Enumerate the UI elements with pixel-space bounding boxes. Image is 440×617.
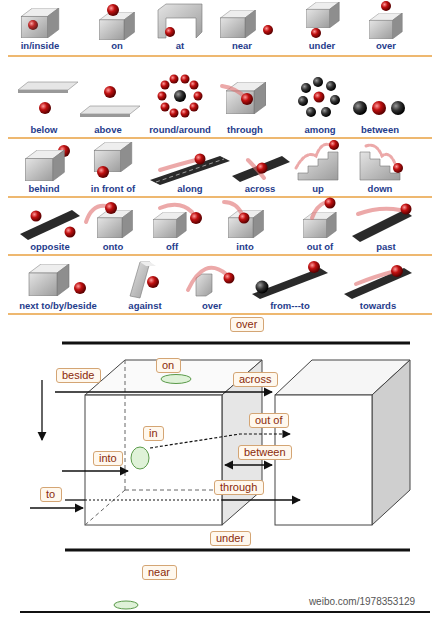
preposition-caption: across: [245, 183, 276, 195]
under-line: [65, 549, 410, 552]
label-text: through: [220, 481, 257, 493]
preposition-caption: over: [202, 300, 222, 312]
label-text: out of: [255, 414, 283, 426]
label-box: over: [230, 317, 264, 332]
preposition-caption: on: [111, 40, 123, 52]
preposition-caption: in/inside: [21, 40, 60, 52]
through-arrow-end: [222, 499, 300, 500]
preposition-caption: out of: [307, 241, 333, 253]
label-text: over: [236, 318, 257, 330]
preposition-caption: opposite: [30, 241, 70, 253]
label-text: in: [149, 427, 158, 439]
label-text: between: [244, 446, 286, 458]
label-text: beside: [62, 369, 94, 381]
near-line: [20, 611, 430, 613]
row-five-icons: [29, 261, 412, 299]
preposition-caption: above: [94, 124, 121, 136]
label-text: into: [99, 452, 117, 464]
label-box: in: [143, 426, 164, 441]
separator-lines: [8, 56, 432, 314]
label-box: through: [214, 480, 264, 495]
preposition-caption: onto: [103, 241, 124, 253]
label-box: into: [93, 451, 123, 466]
between-arrow: [225, 464, 272, 465]
label-box: out of: [249, 413, 289, 428]
in-ellipse: [131, 447, 149, 469]
label-box: across: [233, 372, 278, 387]
label-text: under: [216, 532, 244, 544]
beside-arrow: [41, 380, 42, 440]
label-box: under: [210, 531, 251, 546]
preposition-caption: at: [176, 40, 184, 52]
watermark: weibo.com/1978353129: [309, 596, 415, 608]
preposition-caption: towards: [360, 300, 396, 312]
preposition-caption: over: [376, 40, 396, 52]
label-box: between: [238, 445, 292, 460]
row-four-icons: [20, 198, 412, 243]
preposition-caption: down: [368, 183, 393, 195]
preposition-caption: round/around: [149, 124, 211, 136]
preposition-caption: in front of: [91, 183, 135, 195]
spatial-diagram: [20, 343, 430, 612]
preposition-caption: behind: [28, 183, 59, 195]
label-text: on: [162, 359, 174, 371]
label-text: to: [46, 488, 55, 500]
preposition-caption: among: [304, 124, 335, 136]
preposition-caption: into: [236, 241, 253, 253]
label-text: near: [148, 566, 170, 578]
preposition-caption: next to/by/beside: [19, 300, 97, 312]
label-text: across: [239, 373, 271, 385]
across-arrow: [55, 391, 272, 392]
preposition-caption: past: [376, 241, 396, 253]
row-three-icons: [26, 140, 403, 185]
row-two-icons: [18, 75, 405, 118]
label-box: to: [40, 487, 62, 502]
label-box: beside: [56, 368, 101, 383]
preposition-caption: under: [309, 40, 335, 52]
preposition-caption: through: [227, 124, 263, 136]
through-arrow-start: [65, 499, 85, 500]
preposition-caption: up: [312, 183, 324, 195]
preposition-caption: below: [31, 124, 58, 136]
near-ellipse: [114, 601, 138, 609]
label-box: near: [142, 565, 177, 580]
label-box: on: [156, 358, 181, 373]
over-line: [62, 342, 410, 345]
preposition-caption: off: [166, 241, 178, 253]
on-ellipse: [161, 375, 191, 384]
through-arrow-inner: [85, 500, 222, 501]
preposition-caption: between: [361, 124, 399, 136]
preposition-caption: along: [177, 183, 202, 195]
to-arrow: [30, 507, 83, 508]
row-one-icons: [21, 1, 402, 40]
preposition-caption: from---to: [270, 300, 310, 312]
preposition-caption: near: [232, 40, 252, 52]
preposition-caption: against: [128, 300, 161, 312]
into-arrow: [62, 470, 128, 471]
